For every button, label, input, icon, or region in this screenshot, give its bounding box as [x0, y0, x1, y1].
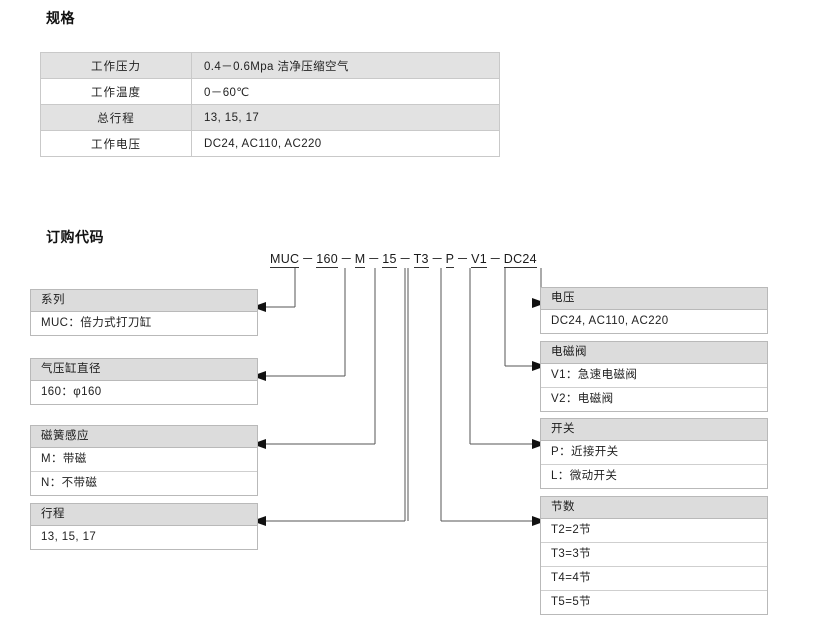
order-box-row: V2：电磁阀 [541, 387, 767, 411]
order-box-row: M：带磁 [31, 448, 257, 471]
spec-label: 工作电压 [40, 130, 192, 157]
order-box-section-count: 节数 T2=2节 T3=3节 T4=4节 T5=5节 [540, 496, 768, 615]
table-row: 总行程 13, 15, 17 [40, 104, 500, 131]
code-separator: － [301, 252, 315, 266]
order-code-string: MUC－160－M－15－T3－P－V1－DC24 [270, 248, 537, 268]
order-box-row: P：近接开关 [541, 441, 767, 464]
spec-value: 13, 15, 17 [191, 104, 500, 131]
order-box-title: 电压 [541, 288, 767, 310]
order-box-row: 13, 15, 17 [31, 526, 257, 549]
code-separator: － [430, 252, 444, 266]
specification-table: 工作压力 0.4－0.6Mpa 洁净压缩空气 工作温度 0－60℃ 总行程 13… [40, 52, 500, 157]
order-box-title: 节数 [541, 497, 767, 519]
spec-label: 总行程 [40, 104, 192, 131]
code-segment-valve: V1 [471, 252, 487, 268]
order-box-row: T3=3节 [541, 542, 767, 566]
order-box-row: V1：急速电磁阀 [541, 364, 767, 387]
code-separator: － [367, 252, 381, 266]
order-box-title: 磁簧感应 [31, 426, 257, 448]
order-box-row: 160：φ160 [31, 381, 257, 404]
order-box-row: DC24, AC110, AC220 [541, 310, 767, 333]
spec-section-heading: 规格 [46, 10, 75, 26]
order-box-title: 行程 [31, 504, 257, 526]
table-row: 工作电压 DC24, AC110, AC220 [40, 130, 500, 157]
order-box-title: 系列 [31, 290, 257, 312]
order-box-solenoid-valve: 电磁阀 V1：急速电磁阀 V2：电磁阀 [540, 341, 768, 412]
order-box-title: 开关 [541, 419, 767, 441]
order-box-title: 电磁阀 [541, 342, 767, 364]
code-separator: － [339, 252, 353, 266]
table-row: 工作压力 0.4－0.6Mpa 洁净压缩空气 [40, 52, 500, 79]
code-separator: － [456, 252, 470, 266]
code-segment-stroke: 15 [382, 252, 397, 268]
order-box-bore-diameter: 气压缸直径 160：φ160 [30, 358, 258, 405]
order-box-row: T2=2节 [541, 519, 767, 542]
spec-value: 0.4－0.6Mpa 洁净压缩空气 [191, 52, 500, 79]
order-box-voltage: 电压 DC24, AC110, AC220 [540, 287, 768, 334]
code-segment-switch: P [445, 252, 455, 268]
order-box-row: L：微动开关 [541, 464, 767, 488]
order-box-title: 气压缸直径 [31, 359, 257, 381]
order-box-stroke: 行程 13, 15, 17 [30, 503, 258, 550]
spec-value: 0－60℃ [191, 78, 500, 105]
code-segment-voltage: DC24 [503, 252, 537, 268]
order-box-magnetic-sensor: 磁簧感应 M：带磁 N：不带磁 [30, 425, 258, 496]
code-segment-sections: T3 [413, 252, 429, 268]
spec-label: 工作温度 [40, 78, 192, 105]
order-box-switch: 开关 P：近接开关 L：微动开关 [540, 418, 768, 489]
code-segment-bore: 160 [316, 252, 338, 268]
table-row: 工作温度 0－60℃ [40, 78, 500, 105]
order-box-row: N：不带磁 [31, 471, 257, 495]
code-separator: － [488, 252, 502, 266]
order-box-row: MUC：倍力式打刀缸 [31, 312, 257, 335]
order-box-series: 系列 MUC：倍力式打刀缸 [30, 289, 258, 336]
code-segment-series: MUC [270, 252, 300, 268]
spec-value: DC24, AC110, AC220 [191, 130, 500, 157]
spec-label: 工作压力 [40, 52, 192, 79]
order-code-section-heading: 订购代码 [46, 229, 104, 245]
order-box-row: T5=5节 [541, 590, 767, 614]
order-box-row: T4=4节 [541, 566, 767, 590]
code-segment-magnet: M [354, 252, 366, 268]
code-separator: － [398, 252, 412, 266]
